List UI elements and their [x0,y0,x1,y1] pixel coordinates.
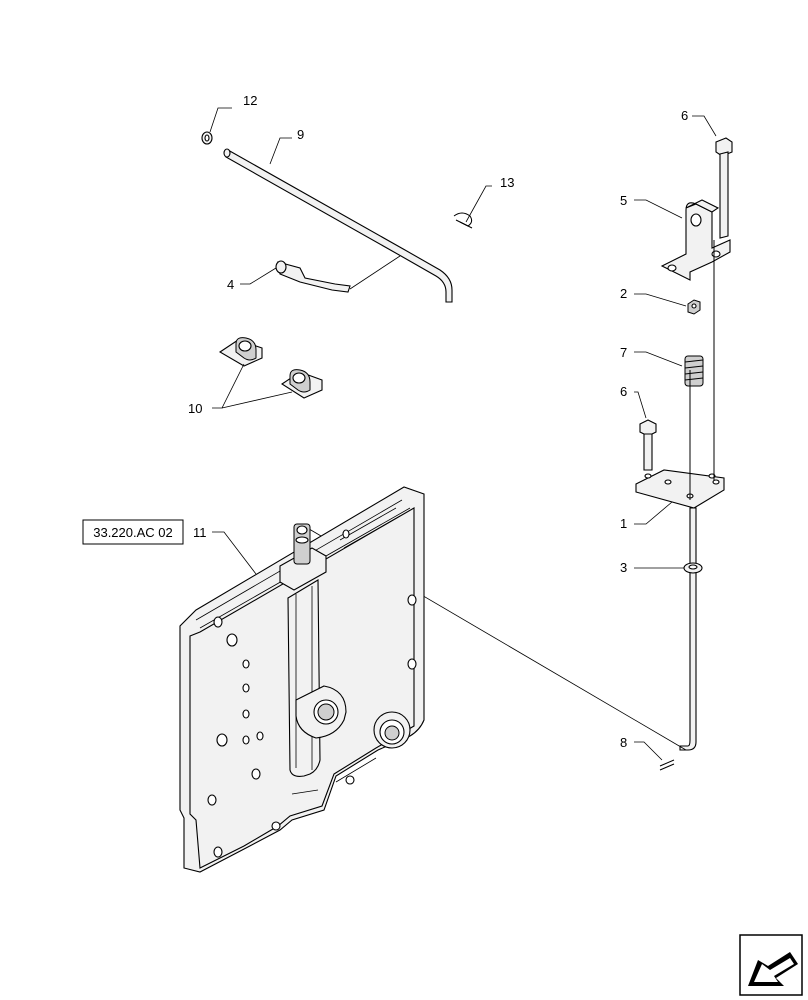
callout-5: 5 [620,193,627,208]
callout-12: 12 [243,93,257,108]
part-bolt-6-mid [639,419,657,471]
callout-6-top: 6 [681,108,688,123]
part-lever-4 [275,255,401,293]
boss-right [373,711,411,749]
callout-7: 7 [620,345,627,360]
callout-leaders [209,107,717,761]
callout-6-mid: 6 [620,384,627,399]
part-plate-1 [635,469,725,509]
part-bolt-6-top [715,137,733,239]
part-pin-13 [453,212,473,229]
part-cover-11 [179,486,425,873]
part-nut-2 [687,299,701,315]
part-rod-9 [223,148,453,303]
part-spring-7 [684,355,704,387]
part-ring-12 [201,131,213,145]
callout-11: 11 [193,525,207,540]
callout-9: 9 [297,127,304,142]
callout-3: 3 [620,560,627,575]
part-clip-10a [218,337,263,367]
arrow-icon[interactable] [739,934,803,996]
part-clip-10b [280,369,323,399]
callout-13: 13 [500,175,514,190]
callout-2: 2 [620,286,627,301]
callout-4: 4 [227,277,234,292]
callout-8: 8 [620,735,627,750]
boss-left [295,685,347,739]
callout-10: 10 [188,401,202,416]
part-bracket-5 [660,199,731,281]
callout-1: 1 [620,516,627,531]
part-pin-8 [659,759,675,771]
part-collar-3 [683,562,703,574]
reference-box[interactable]: 33.220.AC 02 [82,519,184,545]
reference-box-label: 33.220.AC 02 [93,525,173,540]
